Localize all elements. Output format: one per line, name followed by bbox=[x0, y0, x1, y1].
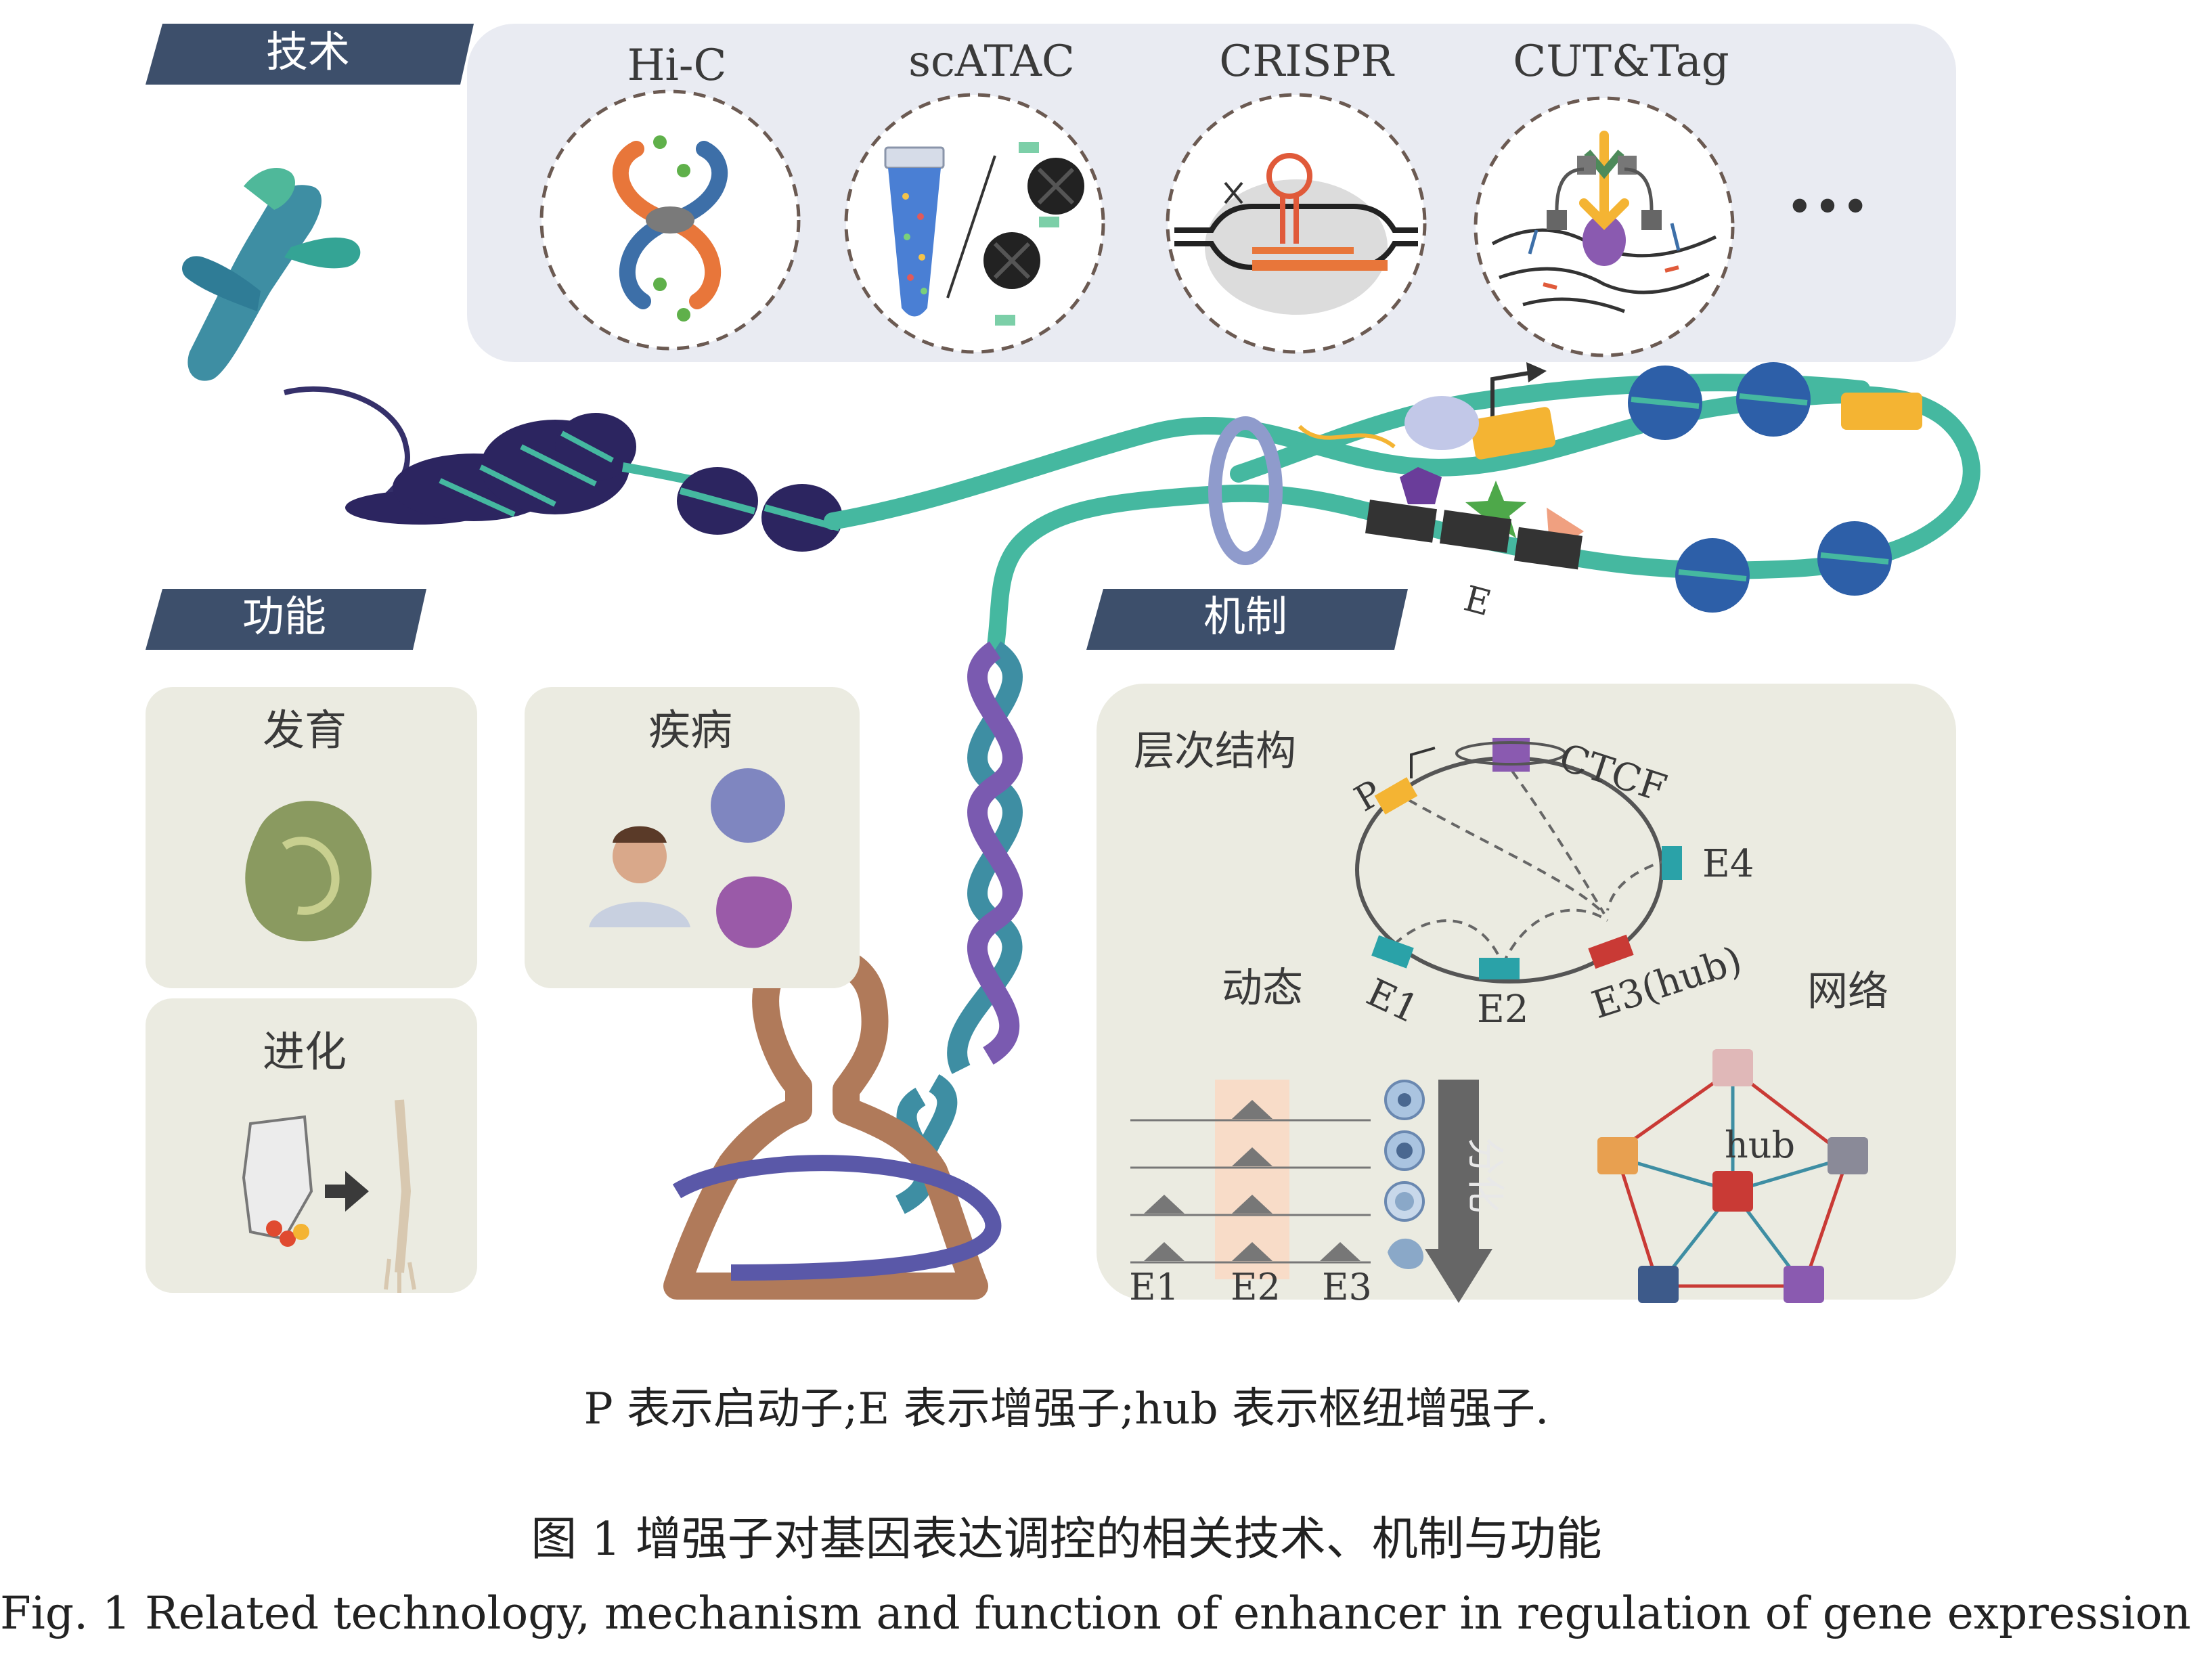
network-hub-label: hub bbox=[1725, 1124, 1795, 1166]
dynamics-label-e2: E2 bbox=[1231, 1266, 1281, 1308]
dynamics-label-e3: E3 bbox=[1322, 1266, 1372, 1308]
tech-label-crispr: CRISPR bbox=[1219, 37, 1394, 87]
enhancer-network bbox=[1597, 1049, 1868, 1303]
loop-e4 bbox=[1662, 846, 1682, 880]
hierarchy-title: 层次结构 bbox=[1134, 728, 1296, 775]
figure-note: P 表示启动子;E 表示增强子;hub 表示枢纽增强子. bbox=[583, 1384, 1549, 1434]
differentiation-label: 分化 bbox=[1463, 1137, 1507, 1213]
tech-label-scatac: scATAC bbox=[908, 37, 1075, 87]
patient-icon bbox=[589, 826, 690, 927]
cohesin-ring-icon bbox=[1208, 416, 1283, 565]
mechanism-banner: 机制 bbox=[1086, 589, 1408, 650]
loop-dashed-contacts bbox=[1393, 757, 1669, 965]
transcription-start-arrow-icon bbox=[1490, 362, 1547, 420]
rna-transcript bbox=[1298, 424, 1396, 449]
loop-e1 bbox=[1371, 935, 1414, 969]
nucleosome-pair-icon bbox=[677, 467, 843, 552]
dynamics-peaks bbox=[1144, 1100, 1360, 1261]
cell-stage-icons bbox=[1384, 1080, 1425, 1269]
network-title: 网络 bbox=[1807, 968, 1888, 1015]
human-silhouette-icon bbox=[663, 944, 1002, 1300]
figure-caption-en: Fig. 1 Related technology, mechanism and… bbox=[0, 1587, 2191, 1639]
dynamics-label-e1: E1 bbox=[1129, 1266, 1179, 1308]
tumor-cell-icon bbox=[716, 876, 793, 948]
enhancer-overview-figure: 技术 Hi-C scATAC CRISPR CUT&Tag bbox=[146, 24, 1980, 1308]
hic-chromatin-loop-icon bbox=[539, 89, 801, 351]
technology-heading: 技术 bbox=[266, 27, 350, 76]
more-techniques-ellipsis: ••• bbox=[1786, 179, 1869, 235]
dynamics-title: 动态 bbox=[1222, 965, 1303, 1012]
loop-label-e4: E4 bbox=[1702, 842, 1754, 886]
promoter-element bbox=[1469, 407, 1556, 460]
promoter-element-2 bbox=[1841, 393, 1922, 430]
dynamics-tracks bbox=[1130, 1119, 1371, 1264]
transcription-factor-icon bbox=[1400, 467, 1442, 504]
dna-double-helix bbox=[895, 641, 1023, 1214]
disease-label: 疾病 bbox=[648, 705, 732, 755]
enhancer-label: E bbox=[1460, 579, 1495, 625]
embryo-icon bbox=[245, 801, 372, 942]
chromosome-icon bbox=[182, 167, 361, 381]
condensed-chromatin-icon bbox=[345, 413, 636, 525]
loop-tss-arrow-icon bbox=[1410, 747, 1436, 778]
loop-ctcf-ring bbox=[1455, 741, 1566, 766]
function-banner: 功能 bbox=[146, 589, 426, 650]
tube-and-nucleosome-icon bbox=[844, 93, 1105, 354]
technology-banner: 技术 bbox=[146, 24, 474, 85]
loop-e3-hub bbox=[1588, 934, 1634, 969]
rna-polymerase-icon bbox=[1404, 396, 1479, 450]
nucleosome-beads bbox=[1628, 362, 1892, 613]
fin-skeleton-icon bbox=[242, 1115, 313, 1247]
mechanism-heading: 机制 bbox=[1203, 592, 1287, 641]
differentiation-arrow-icon bbox=[1425, 1080, 1492, 1303]
function-heading: 功能 bbox=[242, 592, 326, 641]
evolution-arrow-icon bbox=[325, 1171, 369, 1212]
limb-skeleton-icon bbox=[384, 1099, 416, 1293]
development-label: 发育 bbox=[263, 705, 347, 755]
mechanism-panel bbox=[1097, 684, 1956, 1300]
loop-label-e2: E2 bbox=[1477, 988, 1529, 1032]
tech-label-cuttag: CUT&Tag bbox=[1513, 37, 1729, 87]
enhancer-elements bbox=[1365, 500, 1583, 570]
evolution-label: 进化 bbox=[263, 1027, 347, 1076]
crispr-guide-rna-icon bbox=[1166, 93, 1427, 354]
tech-label-hic: Hi-C bbox=[627, 41, 727, 91]
figure-caption-cn: 图 1 增强子对基因表达调控的相关技术、机制与功能 bbox=[531, 1513, 1602, 1566]
antibody-cut-tag-icon bbox=[1474, 96, 1735, 357]
loop-promoter bbox=[1374, 777, 1418, 815]
evolution-panel bbox=[146, 998, 477, 1293]
cell-icon bbox=[711, 768, 785, 843]
loop-e2 bbox=[1479, 958, 1520, 979]
